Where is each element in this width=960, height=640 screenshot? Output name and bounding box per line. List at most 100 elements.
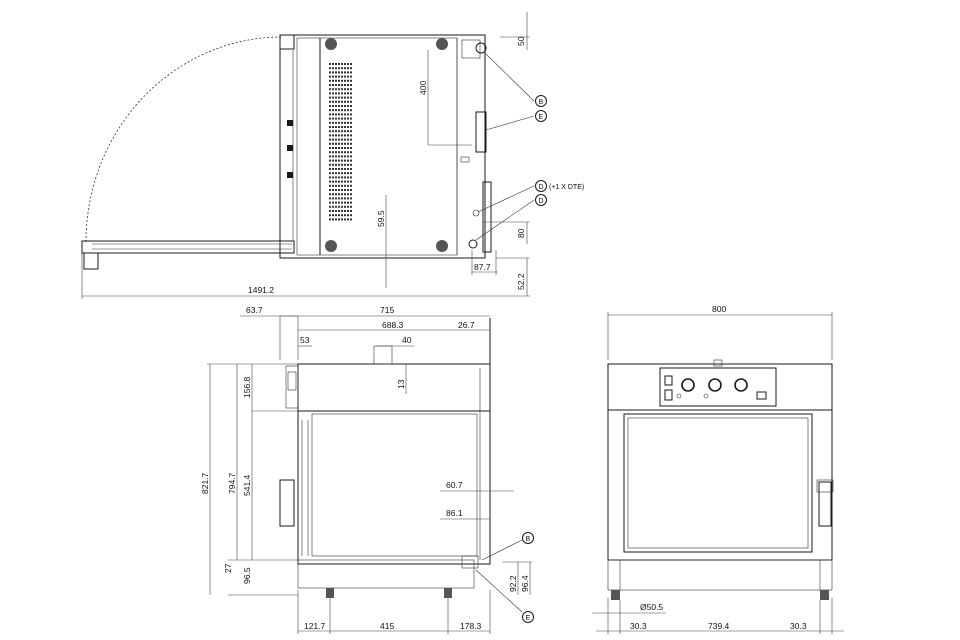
vent-hole bbox=[329, 121, 331, 124]
vent-hole bbox=[338, 142, 340, 145]
dim-63-7: 63.7 bbox=[246, 305, 263, 315]
vent-hole bbox=[338, 214, 340, 217]
vent-hole bbox=[332, 205, 334, 208]
vent-hole bbox=[341, 100, 343, 103]
oven-body-top bbox=[279, 34, 486, 259]
vent-hole bbox=[341, 105, 343, 107]
vent-hole bbox=[350, 138, 352, 141]
vent-grid bbox=[329, 63, 352, 221]
vent-hole bbox=[341, 168, 343, 170]
vent-hole bbox=[332, 117, 334, 120]
vent-hole bbox=[341, 172, 343, 175]
vent-hole bbox=[344, 155, 346, 158]
vent-hole bbox=[338, 134, 340, 137]
vent-hole bbox=[341, 117, 343, 120]
vent-hole bbox=[341, 205, 343, 208]
dim-96-5: 96.5 bbox=[242, 567, 252, 584]
vent-hole bbox=[341, 109, 343, 112]
dim-541-4: 541.4 bbox=[242, 474, 252, 496]
vent-hole bbox=[350, 88, 352, 91]
vent-hole bbox=[347, 193, 349, 196]
vent-hole bbox=[338, 117, 340, 120]
vent-hole bbox=[335, 168, 337, 170]
vent-hole bbox=[344, 168, 346, 170]
vent-hole bbox=[329, 75, 331, 78]
vent-hole bbox=[329, 193, 331, 196]
vent-hole bbox=[332, 168, 334, 170]
rear-panel bbox=[482, 181, 492, 253]
vent-hole bbox=[347, 100, 349, 103]
vent-hole bbox=[338, 138, 340, 141]
vent-hole bbox=[329, 130, 331, 133]
vent-hole bbox=[335, 163, 337, 166]
callout-d-note: D bbox=[539, 184, 544, 191]
vent-hole bbox=[338, 180, 340, 183]
vent-hole bbox=[341, 71, 343, 74]
vent-hole bbox=[332, 113, 334, 116]
vent-hole bbox=[335, 105, 337, 107]
vent-hole bbox=[329, 96, 331, 99]
vent-hole bbox=[338, 75, 340, 78]
vent-hole bbox=[332, 105, 334, 107]
vent-hole bbox=[329, 63, 331, 65]
dim-87-7: 87.7 bbox=[474, 262, 491, 272]
dim-178-3: 178.3 bbox=[460, 621, 482, 631]
vent-hole bbox=[329, 147, 331, 149]
dim-688-3: 688.3 bbox=[382, 320, 404, 330]
dim-60-7: 60.7 bbox=[446, 480, 463, 490]
foot-top-left bbox=[325, 38, 337, 50]
vent-hole bbox=[347, 210, 349, 212]
callout-d: D bbox=[539, 198, 544, 205]
vent-hole bbox=[347, 214, 349, 217]
vent-hole bbox=[347, 151, 349, 154]
vent-hole bbox=[347, 117, 349, 120]
vent-hole bbox=[341, 180, 343, 183]
vent-hole bbox=[344, 197, 346, 200]
door-handle bbox=[818, 481, 832, 527]
vent-hole bbox=[350, 218, 352, 221]
foot-bottom-left bbox=[325, 240, 337, 252]
open-door bbox=[81, 240, 295, 254]
vent-hole bbox=[335, 201, 337, 204]
dim-30-3-right: 30.3 bbox=[790, 621, 807, 631]
vent-hole bbox=[338, 193, 340, 196]
vent-hole bbox=[335, 121, 337, 124]
vent-hole bbox=[344, 84, 346, 86]
vent-hole bbox=[332, 197, 334, 200]
vent-hole bbox=[329, 210, 331, 212]
connection-d bbox=[468, 239, 478, 249]
vent-hole bbox=[347, 88, 349, 91]
vent-hole bbox=[341, 121, 343, 124]
vent-hole bbox=[335, 205, 337, 208]
vent-hole bbox=[335, 193, 337, 196]
vent-hole bbox=[332, 201, 334, 204]
vent-hole bbox=[347, 138, 349, 141]
vent-hole bbox=[332, 67, 334, 70]
vent-hole bbox=[329, 134, 331, 137]
side-handle bbox=[279, 479, 295, 527]
vent-hole bbox=[332, 79, 334, 82]
door-window bbox=[623, 413, 813, 553]
vent-hole bbox=[335, 214, 337, 217]
vent-hole bbox=[335, 96, 337, 99]
vent-hole bbox=[335, 134, 337, 137]
dim-739-4: 739.4 bbox=[708, 621, 730, 631]
vent-hole bbox=[329, 189, 331, 191]
vent-hole bbox=[329, 172, 331, 175]
foot-bottom-right bbox=[436, 240, 448, 252]
vent-hole bbox=[338, 205, 340, 208]
vent-hole bbox=[350, 172, 352, 175]
vent-hole bbox=[338, 109, 340, 112]
vent-hole bbox=[344, 184, 346, 187]
vent-hole bbox=[335, 113, 337, 116]
vent-hole bbox=[338, 210, 340, 212]
side-body bbox=[297, 363, 491, 565]
vent-hole bbox=[335, 71, 337, 74]
door-hinge-block bbox=[83, 252, 99, 270]
vent-hole bbox=[347, 180, 349, 183]
vent-hole bbox=[341, 189, 343, 191]
vent-hole bbox=[338, 79, 340, 82]
vent-hole bbox=[344, 151, 346, 154]
vent-hole bbox=[344, 193, 346, 196]
